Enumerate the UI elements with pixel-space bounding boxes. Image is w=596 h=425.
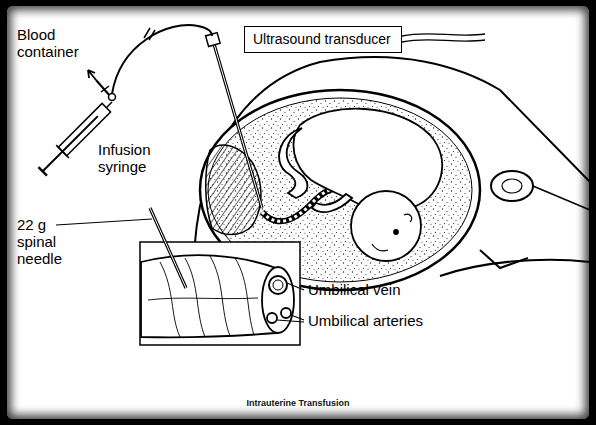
fetus-head	[351, 191, 421, 261]
leader-line	[291, 315, 304, 320]
fetus-ear	[404, 214, 412, 222]
spine-symbol	[491, 171, 533, 201]
part-label: Blood container	[17, 26, 99, 60]
inset-needle	[150, 208, 186, 288]
cable-line	[402, 34, 485, 36]
syringe-plunger	[43, 116, 98, 171]
cable-line	[402, 40, 485, 42]
tube-break	[144, 28, 155, 40]
leader-line	[277, 320, 304, 322]
node-text: Ultrasound transducer	[253, 31, 393, 48]
infusion-tube	[112, 25, 212, 94]
syringe-thumb	[38, 167, 46, 175]
spinal-needle	[214, 44, 262, 208]
part-label: Infusion syringe	[98, 141, 176, 175]
body-line	[533, 186, 590, 210]
figure-caption: Intrauterine Transfusion	[148, 398, 448, 409]
fetus-arm	[312, 194, 352, 212]
part-label: Umbilical arteries	[308, 312, 508, 329]
syringe-tip	[106, 102, 112, 108]
spinal-needle	[214, 44, 262, 208]
needle-assembly	[88, 25, 262, 208]
cord-inset	[140, 208, 300, 345]
spine-symbol	[502, 179, 522, 193]
transducer-cable	[402, 34, 485, 42]
leader-line	[287, 283, 304, 290]
inset-needle	[150, 208, 186, 288]
vein-section	[269, 276, 287, 294]
flow-arrow	[88, 70, 96, 80]
container-tube	[96, 80, 110, 96]
transducer-box: Ultrasound transducer	[244, 26, 402, 53]
vein-section	[273, 280, 283, 290]
tube-break	[101, 86, 109, 92]
fetus-eye	[394, 230, 398, 234]
cord-segment	[141, 255, 276, 337]
inset-frame	[140, 242, 300, 345]
artery-section	[281, 308, 291, 318]
fetus-face	[372, 244, 388, 251]
stopcock	[109, 94, 116, 101]
placenta	[206, 145, 261, 234]
pelvic-line	[480, 250, 528, 268]
leader-lines	[56, 219, 304, 322]
leader-line	[56, 219, 152, 225]
fetus-body	[293, 109, 442, 206]
fetus	[279, 109, 442, 261]
part-label: 22 g spinal needle	[17, 216, 77, 267]
cord-section	[262, 267, 294, 333]
part-label: Umbilical vein	[308, 281, 488, 298]
cord-texture	[148, 256, 258, 337]
artery-section	[267, 313, 277, 323]
fetus-leg	[279, 128, 307, 198]
